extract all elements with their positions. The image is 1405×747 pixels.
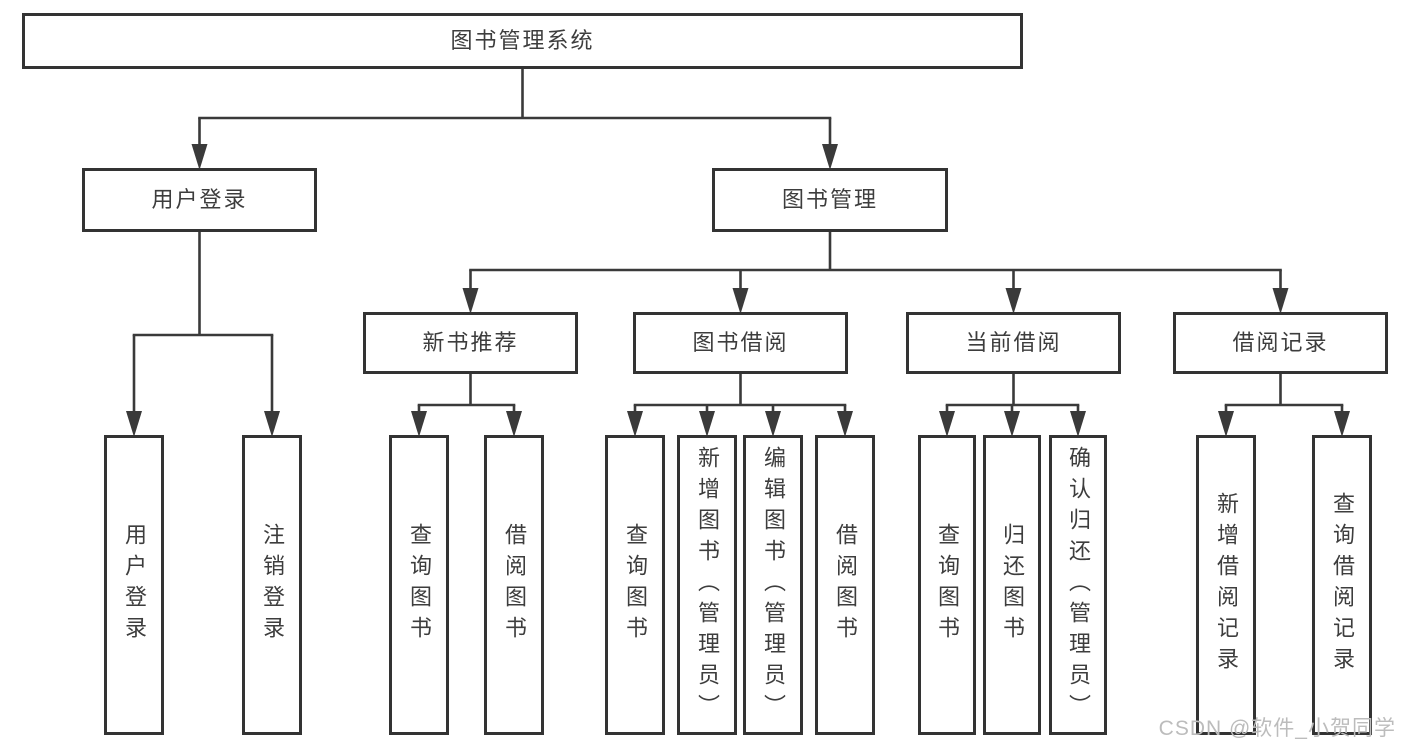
node-label: 注销登录: [260, 523, 285, 647]
diagram-node-login: 用户登录: [82, 168, 317, 232]
diagram-node-bw-edit: 编辑图书（管理员）: [743, 435, 803, 735]
arrowhead: [1005, 288, 1022, 314]
node-label: 编辑图书（管理员）: [761, 445, 786, 725]
node-label: 借阅记录: [1232, 330, 1329, 355]
diagram-node-current: 当前借阅: [906, 312, 1121, 374]
arrowhead: [732, 288, 749, 314]
arrowhead: [699, 411, 715, 437]
node-label: 查询图书: [935, 523, 960, 647]
arrowhead: [191, 144, 208, 170]
diagram-node-user-login: 用户登录: [104, 435, 164, 735]
arrowhead: [462, 288, 479, 314]
arrowhead: [264, 411, 280, 437]
node-label: 图书借阅: [692, 330, 789, 355]
node-label: 查询图书: [407, 523, 432, 647]
arrowhead: [411, 411, 427, 437]
diagram-node-records: 借阅记录: [1173, 312, 1388, 374]
arrowhead: [1334, 411, 1350, 437]
diagram-node-nb-borrow: 借阅图书: [484, 435, 544, 735]
diagram-node-nb-query: 查询图书: [389, 435, 449, 735]
node-label: 确认归还（管理员）: [1066, 445, 1091, 725]
node-label: 新增借阅记录: [1214, 492, 1239, 678]
diagram-node-borrow: 图书借阅: [633, 312, 848, 374]
diagram-node-logout: 注销登录: [242, 435, 302, 735]
node-label: 用户登录: [122, 523, 147, 647]
node-label: 查询借阅记录: [1330, 492, 1355, 678]
arrowhead: [1272, 288, 1289, 314]
arrowhead: [837, 411, 853, 437]
node-label: 新增图书（管理员）: [695, 445, 720, 725]
arrowhead: [1004, 411, 1020, 437]
arrowhead: [765, 411, 781, 437]
node-label: 借阅图书: [833, 523, 858, 647]
arrowhead: [1070, 411, 1086, 437]
node-label: 图书管理系统: [450, 28, 595, 53]
node-label: 图书管理: [781, 187, 878, 212]
arrowhead: [939, 411, 955, 437]
diagram-node-rec-add: 新增借阅记录: [1196, 435, 1256, 735]
watermark: CSDN @软件_小贺同学: [1158, 717, 1396, 740]
diagram-node-bw-add: 新增图书（管理员）: [677, 435, 737, 735]
diagram-node-bw-borrow: 借阅图书: [815, 435, 875, 735]
node-label: 归还图书: [1000, 523, 1025, 647]
node-label: 借阅图书: [502, 523, 527, 647]
node-label: 当前借阅: [965, 330, 1062, 355]
node-label: 查询图书: [623, 523, 648, 647]
arrowhead: [506, 411, 522, 437]
diagram-node-rec-query: 查询借阅记录: [1312, 435, 1372, 735]
diagram-node-cur-query: 查询图书: [918, 435, 976, 735]
diagram-node-newbook: 新书推荐: [363, 312, 578, 374]
node-label: 新书推荐: [422, 330, 519, 355]
node-label: 用户登录: [151, 187, 248, 212]
arrowhead: [822, 144, 838, 170]
diagram-node-mgmt: 图书管理: [712, 168, 948, 232]
arrowhead: [627, 411, 643, 437]
diagram-node-root: 图书管理系统: [22, 13, 1023, 69]
diagram-node-bw-query: 查询图书: [605, 435, 665, 735]
diagram-node-cur-return: 归还图书: [983, 435, 1041, 735]
arrowhead: [126, 411, 142, 437]
arrowhead: [1218, 411, 1234, 437]
diagram-node-cur-confirm: 确认归还（管理员）: [1049, 435, 1107, 735]
